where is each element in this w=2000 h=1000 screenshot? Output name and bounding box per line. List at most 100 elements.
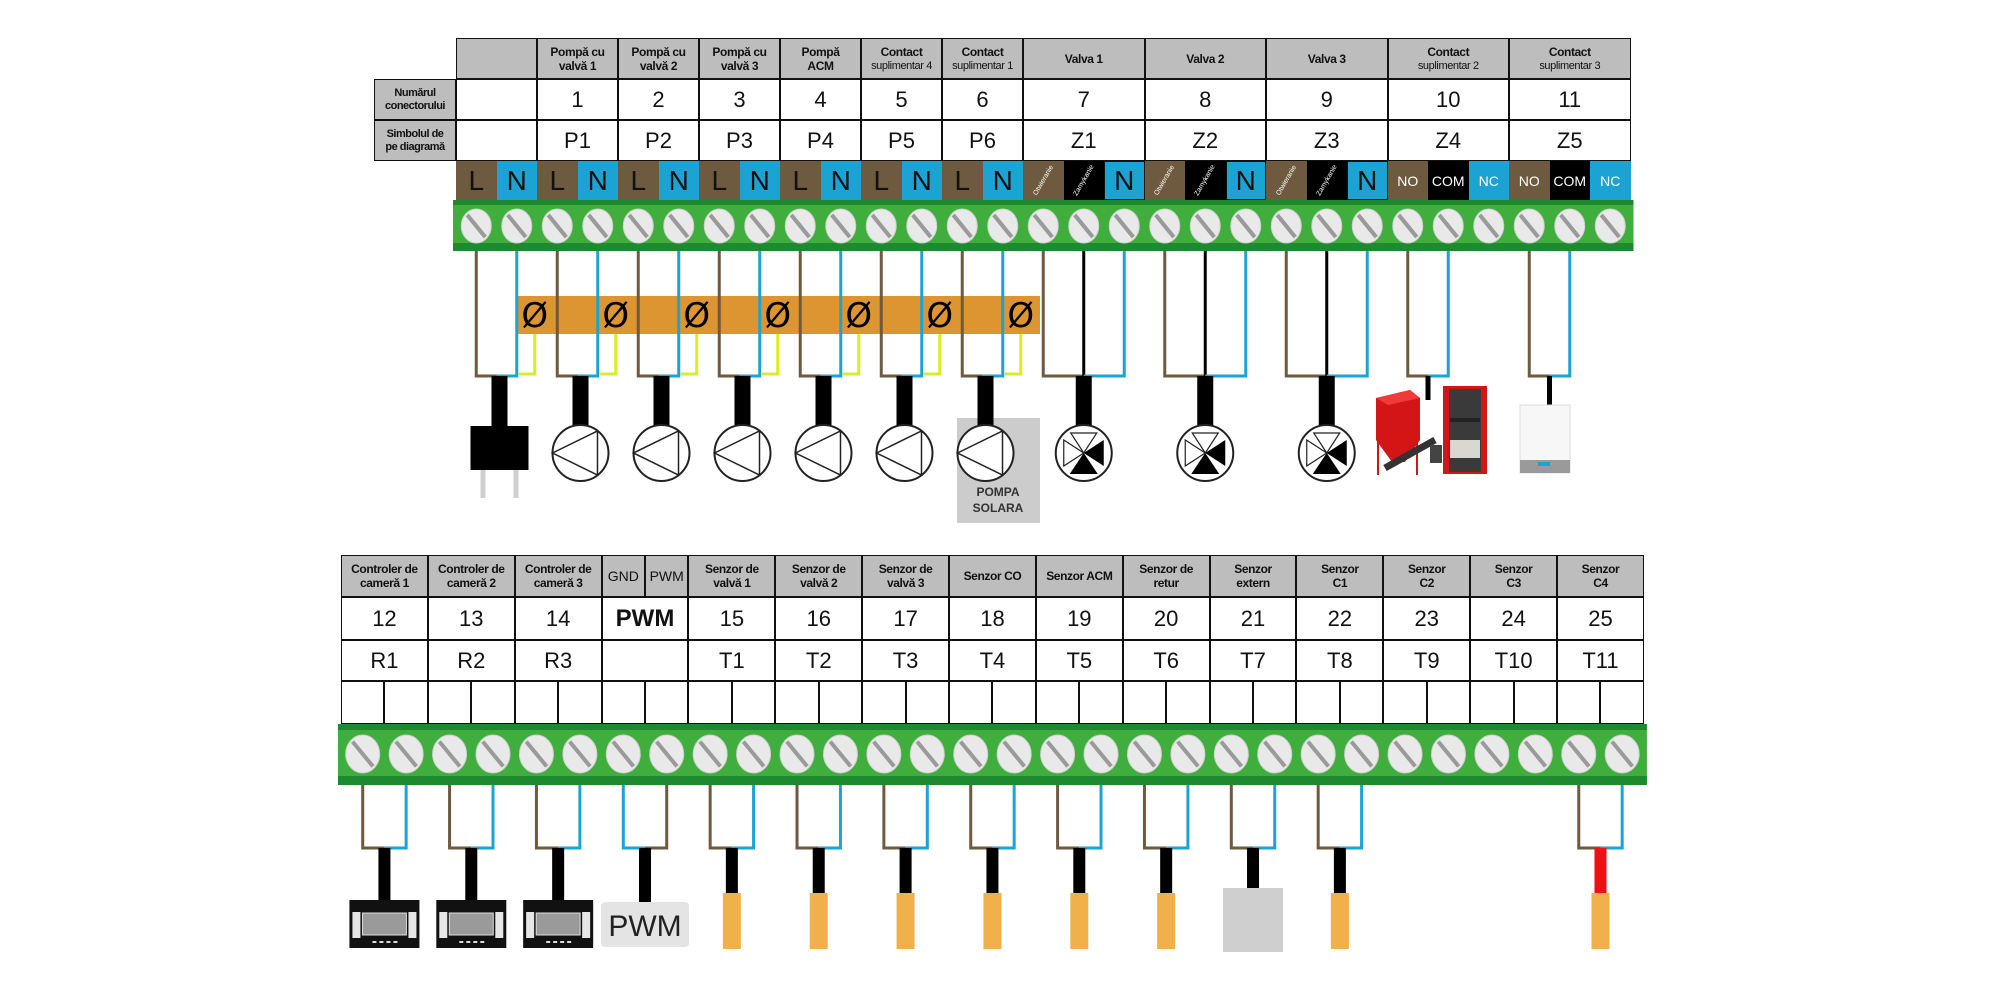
pump-circle xyxy=(713,424,772,482)
terminal-label: Zamykanie xyxy=(1306,161,1347,200)
column-header-subtitle: suplimentar 3 xyxy=(1539,59,1601,72)
connector-number: 9 xyxy=(1266,79,1388,120)
pin-cell xyxy=(1079,681,1123,724)
screw-slot xyxy=(1349,740,1374,768)
diagram-symbol xyxy=(601,640,689,681)
pe-wire xyxy=(842,334,861,376)
sensor-wire xyxy=(471,785,495,850)
pin-cell xyxy=(731,681,776,724)
cable xyxy=(653,376,670,426)
terminal-screw-icon xyxy=(1189,208,1221,244)
pump-triangle xyxy=(955,429,1004,477)
terminal-screw-icon xyxy=(1126,734,1162,774)
plug-prong xyxy=(513,470,519,498)
pump-icon xyxy=(712,424,772,482)
screw-slot xyxy=(1235,213,1257,239)
terminal-screw-icon xyxy=(345,734,381,774)
column-header-split: PWM xyxy=(645,555,689,597)
connector-number: 24 xyxy=(1470,597,1558,640)
terminal-screw-icon xyxy=(866,734,902,774)
terminal-screw-icon xyxy=(703,208,735,244)
terminal-screw-icon xyxy=(744,208,776,244)
controller-button xyxy=(553,941,558,943)
diagram-symbol: P2 xyxy=(618,120,699,161)
pump-icon xyxy=(874,424,934,482)
screw-slot xyxy=(1113,213,1135,239)
terminal-screw-icon xyxy=(541,208,573,244)
open-wire xyxy=(1163,251,1206,378)
screw-slot xyxy=(698,740,722,768)
connector-number: 15 xyxy=(688,597,776,640)
terminal-screw-icon xyxy=(501,208,533,244)
valve-port xyxy=(1312,453,1341,474)
terminal-label: N xyxy=(1347,161,1388,200)
temperature-sensor-icon xyxy=(1070,893,1089,949)
terminal-label: Zamykanie xyxy=(1185,161,1226,200)
sensor-wire xyxy=(1079,785,1103,850)
pump-circle xyxy=(956,424,1015,482)
controller-button xyxy=(379,941,384,943)
valve-port xyxy=(1191,453,1220,474)
row-label-diagram-symbol: Simbolul de pe diagramă xyxy=(374,120,456,161)
terminal-label: NC xyxy=(1590,161,1631,200)
screw-slot xyxy=(1559,213,1581,239)
screw-slot xyxy=(627,213,649,239)
terminal-label: N xyxy=(820,161,861,200)
terminal-label-text: N xyxy=(668,164,689,196)
column-header-title: Pompă cu valvă 1 xyxy=(550,44,605,73)
pump-triangle xyxy=(874,429,923,477)
cable xyxy=(1333,848,1346,893)
valve-port xyxy=(1326,440,1347,466)
column-header: Senzor C3 xyxy=(1470,555,1558,597)
screw-slot xyxy=(1045,740,1070,768)
diagram-symbol: T11 xyxy=(1557,640,1644,681)
live-wire xyxy=(636,251,659,378)
diagram-symbol xyxy=(456,120,537,161)
terminal-label: Otwieranie xyxy=(1023,161,1064,200)
diagram-symbol: Z1 xyxy=(1023,120,1145,161)
terminal-screw-icon xyxy=(1392,208,1424,244)
screw-slot xyxy=(785,740,809,768)
screw-slot xyxy=(481,740,505,768)
screw-slot xyxy=(1306,740,1330,768)
pump-circle xyxy=(875,424,934,482)
controller-button xyxy=(480,941,485,943)
cable xyxy=(572,376,589,426)
connector-number: 13 xyxy=(427,597,515,640)
pe-wire xyxy=(680,334,699,376)
pe-wire xyxy=(518,334,537,376)
neutral-wire xyxy=(1083,251,1126,378)
terminal-screw-icon xyxy=(909,734,945,774)
column-header-title: Pompă cu valvă 2 xyxy=(631,44,686,73)
terminal-label: L xyxy=(537,161,578,200)
terminal-screw-icon xyxy=(1432,208,1464,244)
terminal-screw-icon xyxy=(1270,208,1302,244)
pin-cell xyxy=(862,681,906,724)
terminal-block-bottom xyxy=(338,724,1647,785)
screw-slot xyxy=(1073,213,1095,239)
connector-number: 16 xyxy=(775,597,863,640)
connector-number: 14 xyxy=(514,597,602,640)
live-wire xyxy=(960,251,983,378)
connector-number: 17 xyxy=(862,597,950,640)
pin-cell xyxy=(384,681,428,724)
external-sensor-icon xyxy=(1223,888,1284,952)
column-header: Senzor C4 xyxy=(1557,555,1644,597)
screw-slot xyxy=(1437,213,1459,239)
open-wire xyxy=(1041,251,1084,378)
column-header xyxy=(456,38,537,79)
sensor-wire xyxy=(708,785,732,850)
terminal-screw-icon xyxy=(605,734,641,774)
sensor-wire xyxy=(621,785,646,850)
diagram-symbol: T4 xyxy=(949,640,1036,681)
diagram-symbol: R1 xyxy=(341,640,428,681)
terminal-screw-icon xyxy=(1108,208,1140,244)
sensor-wire xyxy=(1316,785,1340,850)
connector-number: 19 xyxy=(1035,597,1123,640)
terminal-label-text: L xyxy=(873,164,890,196)
diagram-symbol: P5 xyxy=(861,120,942,161)
terminal-block-edge xyxy=(338,724,1647,730)
column-header: Pompă ACM xyxy=(780,38,861,79)
